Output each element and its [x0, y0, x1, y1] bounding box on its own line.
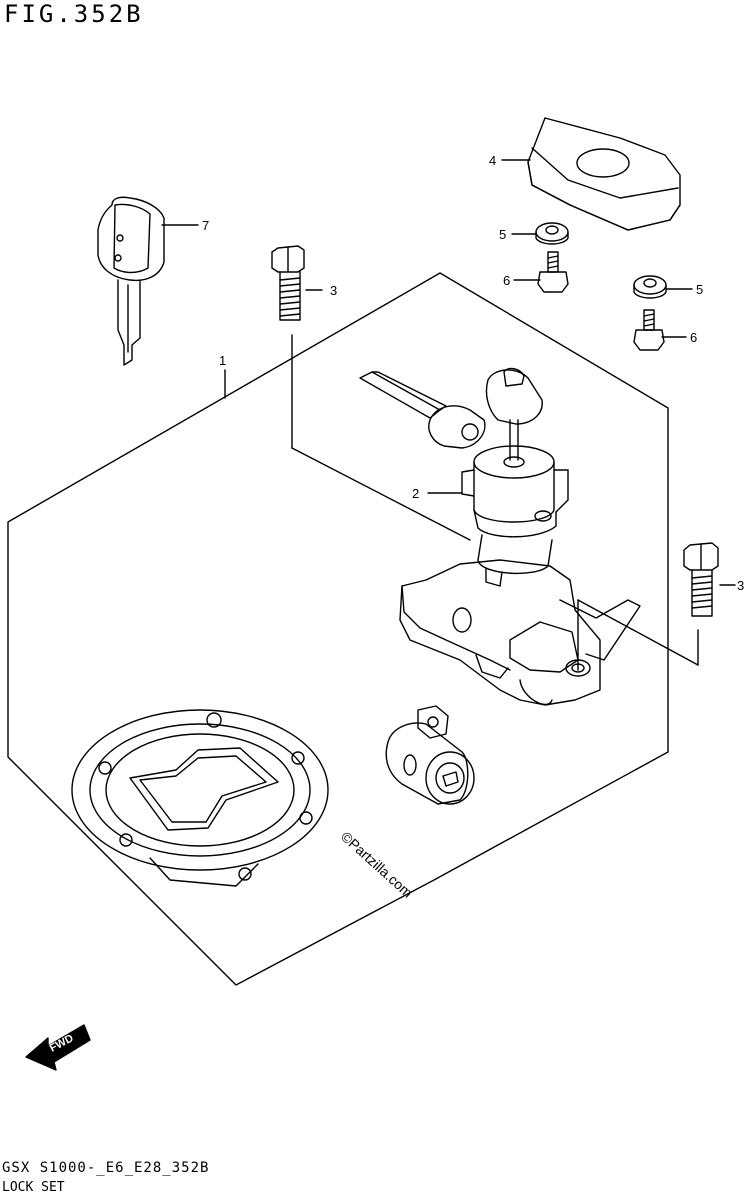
callout-label-5-upper: 5 — [499, 227, 506, 242]
ignition-switch — [359, 367, 641, 706]
figure-name: LOCK SET — [2, 1180, 65, 1195]
callout-label-3-top: 3 — [330, 283, 337, 298]
bolt-top — [271, 245, 471, 541]
bolt-right — [577, 542, 736, 671]
callout-label-1: 1 — [219, 353, 226, 368]
callout-label-6-right: 6 — [690, 330, 697, 345]
seat-lock-cylinder — [385, 705, 475, 805]
washer-upper — [511, 222, 569, 245]
figure-code: GSX S1000-_E6_E28_352B — [2, 1160, 210, 1176]
callout-label-7: 7 — [202, 218, 209, 233]
ignition-key — [97, 196, 199, 366]
washer-right — [633, 275, 693, 299]
screw-right — [633, 309, 687, 351]
callout-label-6-upper: 6 — [503, 273, 510, 288]
callout-label-4: 4 — [489, 153, 496, 168]
assembly-outline — [7, 272, 669, 986]
cover-cap — [501, 117, 681, 231]
figure-title: FIG.352B — [4, 0, 144, 28]
fuel-tank-cap — [71, 709, 329, 887]
callout-label-3-right: 3 — [737, 578, 744, 593]
screw-upper — [513, 251, 569, 293]
callout-label-5-right: 5 — [696, 282, 703, 297]
watermark: ©Partzilla.com — [338, 828, 416, 900]
fwd-arrow — [25, 1024, 91, 1071]
callout-label-2: 2 — [412, 486, 419, 501]
